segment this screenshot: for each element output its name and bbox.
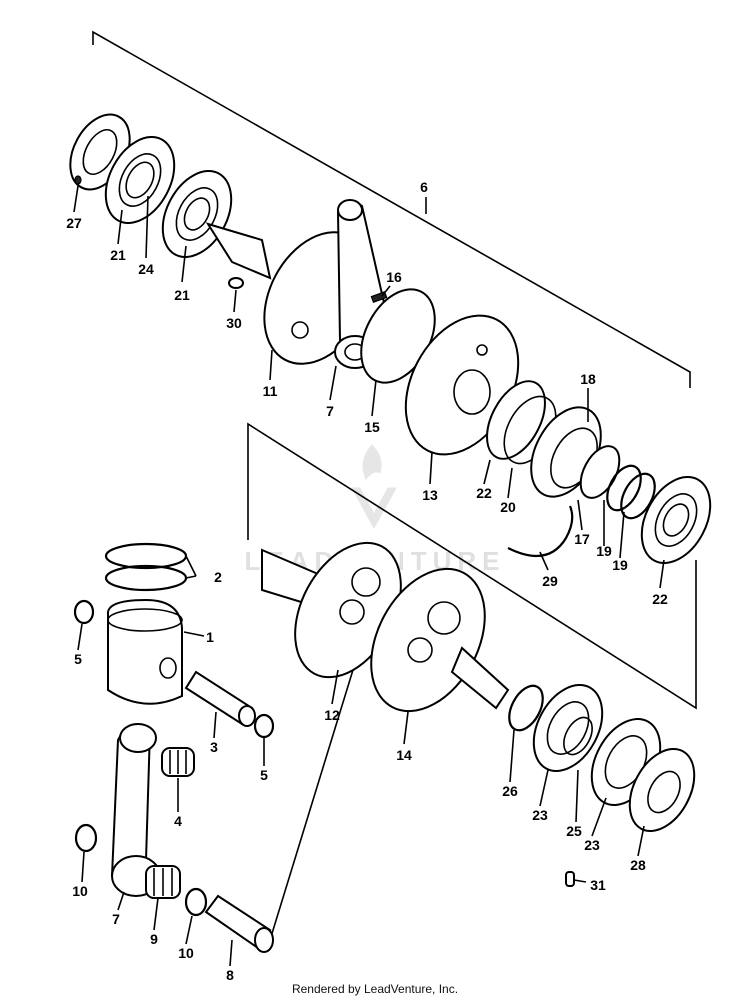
- label-22: 22: [652, 591, 668, 607]
- part-8-crank-pin: [204, 894, 274, 953]
- part-29-circlip: [507, 505, 574, 558]
- label-30: 30: [226, 315, 242, 331]
- label-21: 21: [174, 287, 190, 303]
- part-23-bearing-a: [532, 684, 604, 772]
- label-14: 14: [396, 747, 412, 763]
- label-23: 23: [584, 837, 600, 853]
- footer-credit: Rendered by LeadVenture, Inc.: [291, 982, 459, 996]
- label-20: 20: [500, 499, 516, 515]
- part-26-o-ring: [508, 684, 544, 732]
- label-5: 5: [260, 767, 268, 783]
- label-16: 16: [386, 269, 402, 285]
- label-12: 12: [324, 707, 340, 723]
- label-26: 26: [502, 783, 518, 799]
- label-13: 13: [422, 487, 438, 503]
- part-28-oil-seal: [628, 747, 696, 833]
- part-2-piston-rings: [104, 542, 188, 592]
- label-3: 3: [210, 739, 218, 755]
- label-10: 10: [178, 945, 194, 961]
- part-9-needle-bearing: [145, 865, 181, 899]
- label-4: 4: [174, 813, 182, 829]
- part-5-circlip-a: [73, 599, 95, 625]
- part-21-bearing-a: [104, 136, 176, 224]
- assembly-bracket-6: [92, 30, 691, 388]
- part-22-bearing-right: [640, 476, 712, 564]
- part-1-piston: [107, 598, 183, 705]
- part-22-bearing-upper: [486, 380, 557, 465]
- label-28: 28: [630, 857, 646, 873]
- part-17-18-gear: [530, 406, 621, 499]
- label-19: 19: [596, 543, 612, 559]
- label-15: 15: [364, 419, 380, 435]
- label-8: 8: [226, 967, 234, 983]
- part-30-key: [228, 277, 244, 289]
- label-17: 17: [574, 531, 590, 547]
- label-7: 7: [112, 911, 120, 927]
- part-labels: 27 21 24 21 6 16 30 11 7 15 18 13 22 20 …: [66, 179, 668, 983]
- label-31: 31: [590, 877, 606, 893]
- part-3-piston-pin: [184, 670, 256, 727]
- lower-bracket: [247, 422, 697, 710]
- label-10: 10: [72, 883, 88, 899]
- part-10-washer-a: [74, 823, 98, 853]
- leader-lines: [73, 185, 665, 967]
- label-25: 25: [566, 823, 582, 839]
- part-14-crank-half: [370, 567, 510, 713]
- part-31-pin: [565, 871, 587, 887]
- label-23: 23: [532, 807, 548, 823]
- label-19: 19: [612, 557, 628, 573]
- label-18: 18: [580, 371, 596, 387]
- part-4-needle-bearing: [161, 747, 195, 777]
- label-6: 6: [420, 179, 428, 195]
- label-7: 7: [326, 403, 334, 419]
- part-5-circlip-b: [253, 713, 275, 739]
- part-10-washer-b: [184, 887, 208, 917]
- label-2: 2: [214, 569, 222, 585]
- label-21: 21: [110, 247, 126, 263]
- label-1: 1: [206, 629, 214, 645]
- label-24: 24: [138, 261, 154, 277]
- label-22: 22: [476, 485, 492, 501]
- label-11: 11: [263, 383, 278, 399]
- label-9: 9: [150, 931, 158, 947]
- label-5: 5: [74, 651, 82, 667]
- label-29: 29: [542, 573, 558, 589]
- label-27: 27: [66, 215, 82, 231]
